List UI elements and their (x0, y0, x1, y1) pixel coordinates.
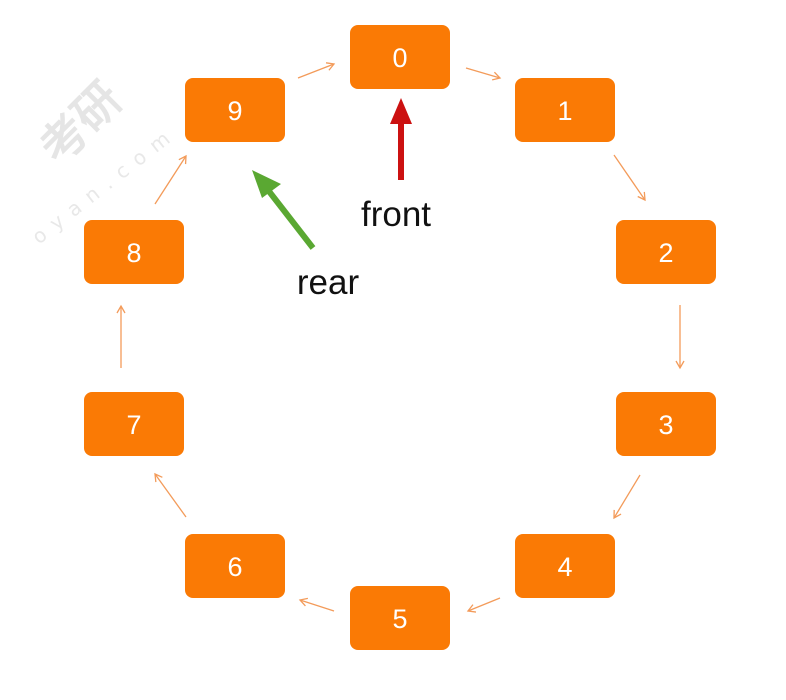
queue-cell-box (515, 78, 615, 142)
rear-label: rear (297, 263, 360, 302)
queue-cell-label: 0 (392, 43, 407, 73)
front-pointer: front (361, 98, 431, 234)
queue-cells: 0 1 2 3 4 5 6 7 8 9 (84, 25, 716, 650)
queue-cell-box (616, 392, 716, 456)
queue-cell-9: 9 (185, 78, 285, 142)
queue-cell-2: 2 (616, 220, 716, 284)
queue-cell-label: 7 (126, 410, 141, 440)
queue-cell-label: 8 (126, 238, 141, 268)
queue-cell-box (185, 78, 285, 142)
link-arrow-9-to-0 (297, 62, 336, 79)
link-arrow-0-to-1 (465, 67, 502, 81)
queue-cell-box (84, 220, 184, 284)
queue-cell-4: 4 (515, 534, 615, 598)
queue-cell-8: 8 (84, 220, 184, 284)
link-arrow-5-to-6 (298, 597, 335, 612)
queue-cell-box (185, 534, 285, 598)
queue-cell-label: 9 (227, 96, 242, 126)
queue-links (116, 62, 685, 613)
queue-cell-label: 6 (227, 552, 242, 582)
queue-cell-0: 0 (350, 25, 450, 89)
queue-cell-label: 4 (557, 552, 572, 582)
queue-cell-box (350, 25, 450, 89)
front-label: front (361, 195, 431, 234)
queue-cell-6: 6 (185, 534, 285, 598)
queue-cell-box (350, 586, 450, 650)
queue-cell-3: 3 (616, 392, 716, 456)
link-arrow-8-to-9 (154, 154, 187, 205)
link-arrow-1-to-2 (613, 154, 646, 202)
rear-pointer: rear (252, 170, 359, 302)
queue-cell-label: 3 (658, 410, 673, 440)
queue-cell-label: 1 (557, 96, 572, 126)
queue-cell-box (616, 220, 716, 284)
queue-cell-7: 7 (84, 392, 184, 456)
queue-cell-1: 1 (515, 78, 615, 142)
link-arrow-4-to-5 (466, 597, 501, 613)
queue-cell-box (515, 534, 615, 598)
queue-cell-5: 5 (350, 586, 450, 650)
queue-cell-label: 2 (658, 238, 673, 268)
link-arrow-6-to-7 (154, 472, 187, 518)
queue-cell-box (84, 392, 184, 456)
link-arrow-3-to-4 (613, 474, 641, 520)
queue-cell-label: 5 (392, 604, 407, 634)
